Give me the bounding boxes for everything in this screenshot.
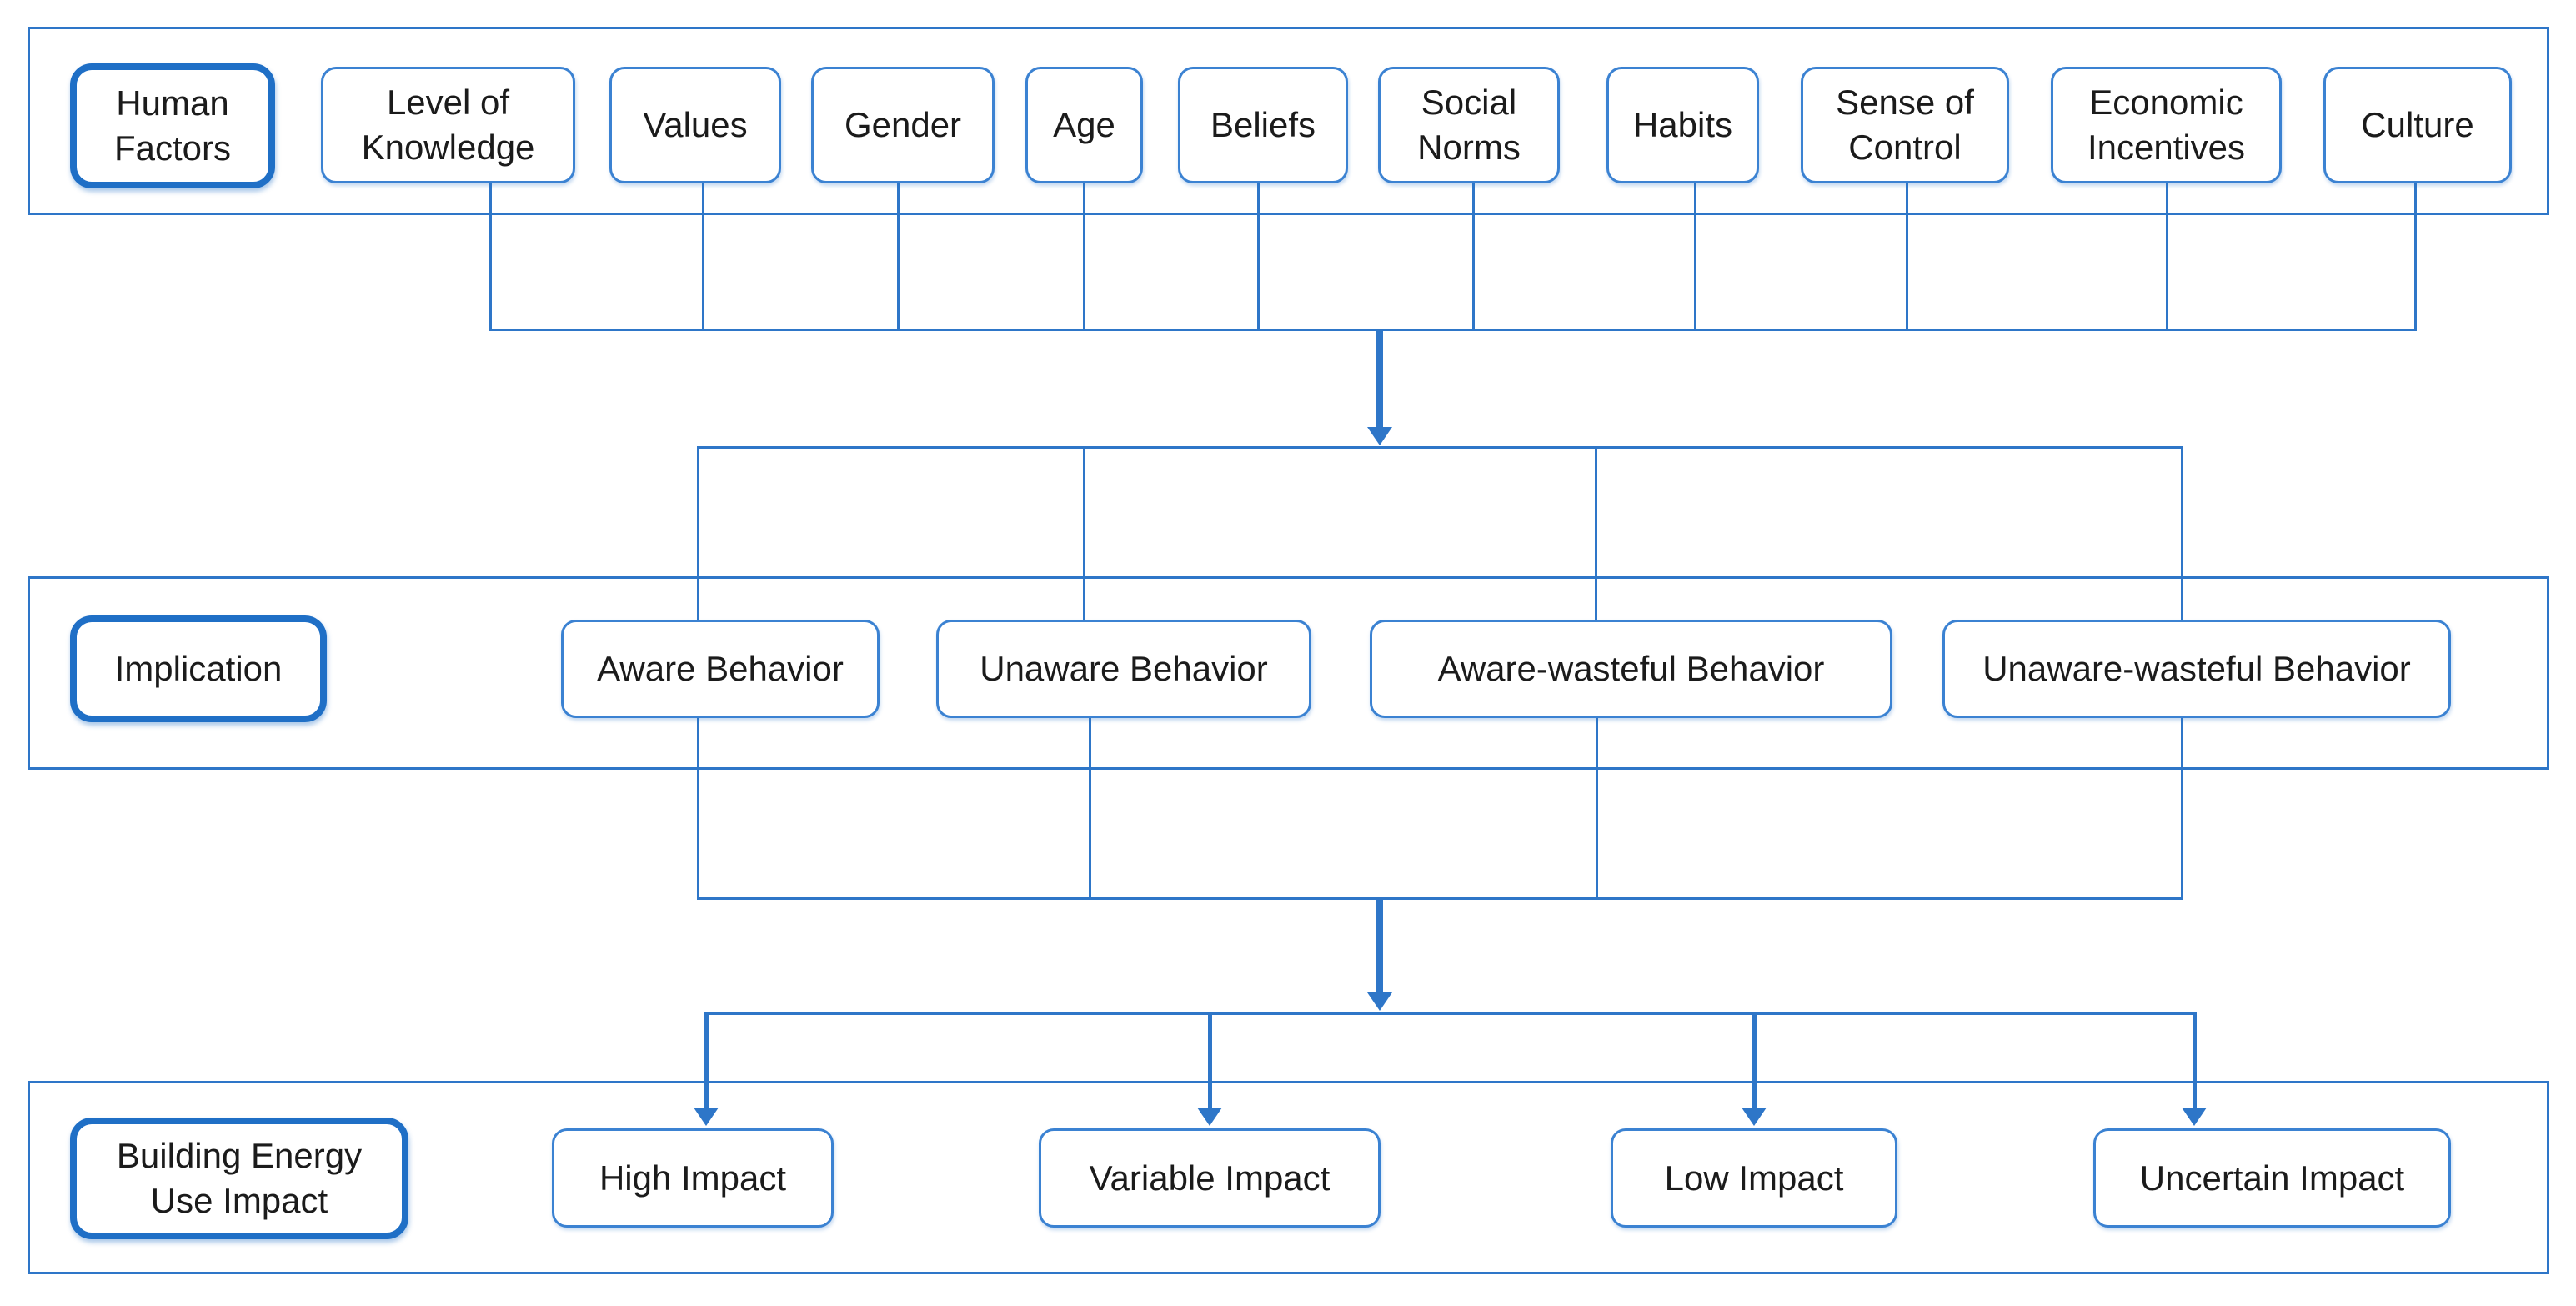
flow-arrow-shaft — [1752, 1013, 1757, 1108]
connector-line — [1596, 714, 1598, 899]
impact-box-low: Low Impact — [1611, 1128, 1897, 1228]
connector-line — [1472, 179, 1475, 330]
down-arrowhead-icon — [694, 1108, 719, 1126]
behavior-box-aware: Aware Behavior — [561, 620, 880, 718]
connector-line — [2166, 179, 2168, 330]
connector-line — [697, 447, 699, 624]
factor-box-values: Values — [609, 67, 781, 183]
impact-box-high: High Impact — [552, 1128, 834, 1228]
behavior-box-unaware: Unaware Behavior — [936, 620, 1311, 718]
connector-line — [2181, 447, 2183, 624]
flow-arrow-shaft — [2193, 1013, 2197, 1108]
connector-line — [1083, 179, 1085, 330]
connector-line — [2181, 714, 2183, 899]
header-box-human-factors: Human Factors — [70, 63, 275, 188]
impact-section-frame — [28, 1081, 2549, 1274]
factor-box-gender: Gender — [811, 67, 995, 183]
flow-arrow-shaft — [1376, 899, 1383, 992]
factor-box-culture: Culture — [2323, 67, 2512, 183]
down-arrowhead-icon — [1197, 1108, 1222, 1126]
down-arrowhead-icon — [2182, 1108, 2207, 1126]
connector-bus-line — [697, 897, 2183, 900]
connector-line — [1083, 447, 1085, 624]
factor-box-sense-of-control: Sense of Control — [1801, 67, 2009, 183]
impact-box-uncertain: Uncertain Impact — [2093, 1128, 2451, 1228]
behavior-box-aware-wasteful: Aware-wasteful Behavior — [1370, 620, 1892, 718]
factor-box-economic-incentives: Economic Incentives — [2051, 67, 2282, 183]
connector-bracket-line — [704, 1012, 2197, 1015]
connector-line — [489, 179, 492, 330]
flow-arrow-shaft — [1376, 330, 1383, 429]
factor-box-beliefs: Beliefs — [1178, 67, 1348, 183]
down-arrowhead-icon — [1367, 427, 1392, 445]
factor-box-age: Age — [1025, 67, 1143, 183]
connector-line — [897, 179, 900, 330]
human-factors-section-frame — [28, 27, 2549, 215]
factor-box-level-of-knowledge: Level of Knowledge — [321, 67, 575, 183]
down-arrowhead-icon — [1367, 992, 1392, 1011]
down-arrowhead-icon — [1742, 1108, 1767, 1126]
flow-arrow-shaft — [704, 1013, 709, 1108]
behavior-box-unaware-wasteful: Unaware-wasteful Behavior — [1942, 620, 2451, 718]
header-box-building-energy-use-impact: Building Energy Use Impact — [70, 1118, 408, 1239]
connector-line — [702, 179, 704, 330]
flow-arrow-shaft — [1208, 1013, 1212, 1108]
connector-line — [1694, 179, 1696, 330]
connector-line — [2414, 179, 2417, 330]
connector-line — [697, 714, 699, 899]
connector-line — [1089, 714, 1091, 899]
connector-bus-line — [489, 329, 2417, 331]
connector-line — [1257, 179, 1260, 330]
header-box-implication: Implication — [70, 615, 327, 722]
connector-line — [1906, 179, 1908, 330]
impact-box-variable: Variable Impact — [1039, 1128, 1381, 1228]
implication-section-frame — [28, 576, 2549, 770]
factor-box-habits: Habits — [1606, 67, 1759, 183]
factor-box-social-norms: Social Norms — [1378, 67, 1560, 183]
connector-line — [1595, 447, 1597, 624]
connector-bracket-line — [697, 446, 2183, 449]
